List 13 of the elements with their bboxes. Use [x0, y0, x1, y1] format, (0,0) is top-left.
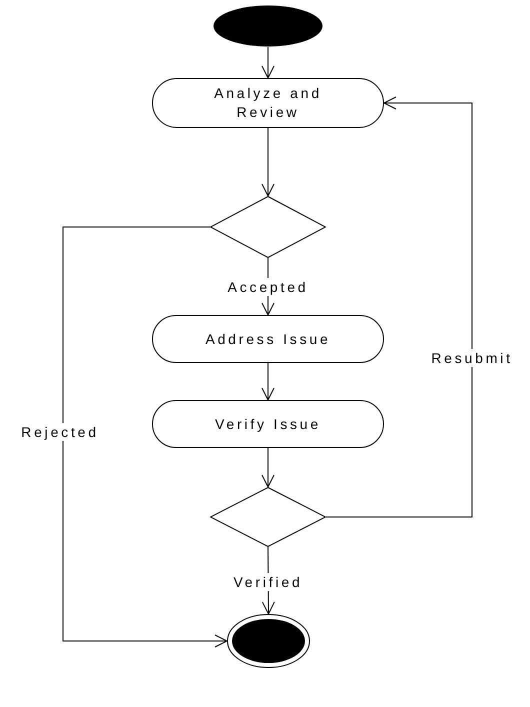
activity-box: Address Issue	[152, 315, 384, 363]
arrow	[262, 46, 274, 78]
arrow	[262, 448, 274, 488]
activity-box: Analyze and Review	[152, 78, 384, 128]
arrow	[262, 362, 274, 400]
arrow	[62, 226, 228, 648]
arrow	[326, 96, 472, 518]
decision-diamond	[210, 487, 326, 547]
activity-box: Verify Issue	[152, 400, 384, 448]
arrow	[262, 128, 274, 196]
decision-diamond	[210, 196, 326, 258]
start-node	[213, 5, 323, 47]
end-node	[227, 614, 310, 668]
